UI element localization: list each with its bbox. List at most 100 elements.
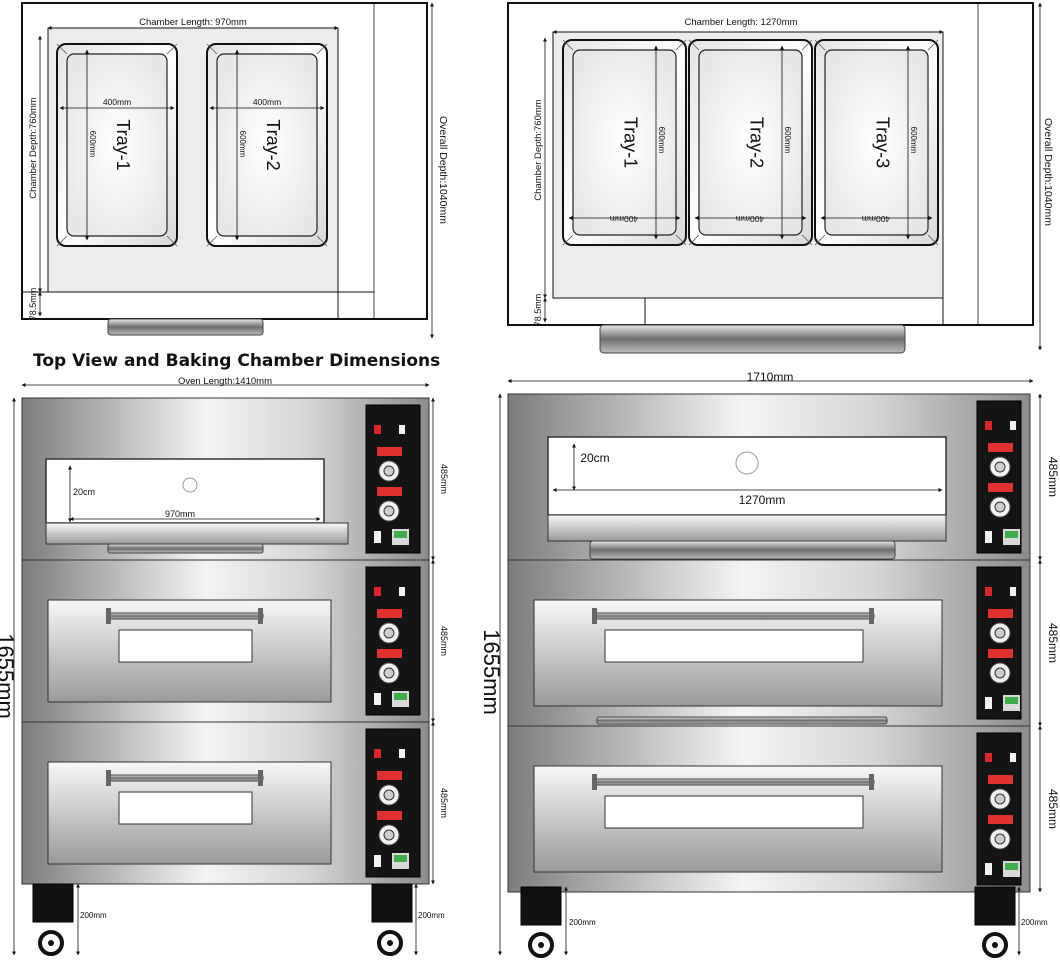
power-switch	[374, 425, 381, 434]
chamber-length-label: Chamber Length: 1270mm	[684, 17, 797, 28]
knob-center	[383, 789, 395, 801]
caster-hub	[992, 942, 998, 948]
power-switch	[985, 753, 992, 762]
temp-display	[377, 447, 402, 456]
power-switch	[985, 421, 992, 430]
tray-width-label: 400mm	[736, 214, 764, 224]
door-handle-bracket	[106, 608, 111, 624]
door-handle-bracket	[258, 770, 263, 786]
knob-center	[994, 461, 1006, 473]
tray-label: Tray-1	[113, 119, 133, 170]
chamber-light	[182, 477, 198, 493]
tray-inner	[216, 53, 318, 237]
temp-display	[377, 487, 402, 496]
door-handle-bracket	[258, 608, 263, 624]
steam-switch	[374, 531, 381, 543]
tray-corner-lines	[814, 39, 939, 246]
steam-switch	[985, 863, 992, 875]
overall-depth-label: Overall Depth:1040mm	[437, 116, 449, 224]
tray-corner-lines	[56, 43, 178, 247]
knob-center	[994, 501, 1006, 513]
knob-center	[994, 833, 1006, 845]
gap-label: 78.5mm	[28, 288, 38, 321]
tray-width-label: 400mm	[253, 97, 281, 107]
light-switch	[1010, 587, 1016, 596]
overall-height-label: 1655mm	[0, 633, 18, 719]
oven-handle	[599, 324, 906, 354]
chamber-length-label: Chamber Length: 970mm	[139, 17, 247, 28]
temp-display	[377, 609, 402, 618]
power-switch	[985, 587, 992, 596]
tray-corner-lines	[562, 39, 687, 246]
oven-handle	[589, 540, 896, 560]
door-handle	[595, 778, 875, 786]
deck-height-label: 485mm	[1046, 457, 1060, 497]
door-lowered	[45, 522, 349, 545]
temp-display	[377, 811, 402, 820]
tray-depth-label: 600mm	[238, 131, 247, 158]
chamber-width-label: 1270mm	[739, 493, 786, 507]
chamber-depth-label: Chamber Depth:760mm	[28, 97, 39, 198]
knob-center	[994, 793, 1006, 805]
deck-height-label: 485mm	[439, 464, 449, 494]
oven-length-label: Oven Length:1410mm	[178, 376, 272, 387]
door-handle	[595, 612, 875, 620]
steam-switch	[374, 693, 381, 705]
door-handle-bracket	[869, 774, 874, 790]
timer-screen	[1005, 697, 1018, 704]
tray-label: Tray-1	[621, 117, 641, 168]
caster-hub	[48, 940, 54, 946]
overall-depth-label: Overall Depth:1040mm	[1042, 118, 1054, 226]
oven-handle	[107, 543, 264, 554]
power-switch	[374, 587, 381, 596]
tray-inner	[572, 49, 677, 236]
oven-leg	[32, 883, 74, 923]
timer-screen	[394, 693, 407, 700]
light-switch	[1010, 753, 1016, 762]
tray-width-label: 400mm	[862, 214, 890, 224]
oven-leg	[520, 886, 562, 926]
tray-corner-lines	[688, 39, 813, 246]
timer-screen	[394, 855, 407, 862]
temp-display	[988, 775, 1013, 784]
knob-center	[994, 667, 1006, 679]
leg-height-label: 200mm	[569, 918, 596, 927]
door-handle-bracket	[869, 608, 874, 624]
temp-display	[377, 771, 402, 780]
lower-trim-bar	[596, 716, 888, 725]
light-switch	[1010, 421, 1016, 430]
temp-display	[988, 649, 1013, 658]
chamber-depth-label: Chamber Depth:760mm	[533, 99, 544, 200]
timer-screen	[394, 531, 407, 538]
deck-height-label: 485mm	[1046, 623, 1060, 663]
oven-leg	[974, 886, 1016, 926]
temp-display	[988, 815, 1013, 824]
door-handle	[109, 774, 264, 782]
overall-height-label: 1655mm	[479, 629, 504, 715]
leg-height-label: 200mm	[80, 911, 107, 920]
deck-height-label: 485mm	[1046, 789, 1060, 829]
deck-height-label: 485mm	[439, 788, 449, 818]
oven-length-label: 1710mm	[747, 370, 794, 384]
temp-display	[377, 649, 402, 658]
chamber-light	[735, 451, 759, 475]
door-window	[604, 795, 864, 829]
steam-switch	[985, 697, 992, 709]
power-switch	[374, 749, 381, 758]
chamber-width-label: 970mm	[165, 509, 195, 519]
tray-label: Tray-2	[747, 117, 767, 168]
leg-height-label: 200mm	[1021, 918, 1048, 927]
gap-label: 78.5mm	[533, 294, 543, 327]
deck-height-label: 485mm	[439, 626, 449, 656]
caster-hub	[387, 940, 393, 946]
knob-center	[383, 829, 395, 841]
door-handle	[109, 612, 264, 620]
tray-width-label: 400mm	[610, 214, 638, 224]
knob-center	[383, 465, 395, 477]
knob-center	[383, 627, 395, 639]
knob-center	[383, 505, 395, 517]
tray-corner-lines	[206, 43, 328, 247]
oven-handle	[107, 318, 264, 336]
